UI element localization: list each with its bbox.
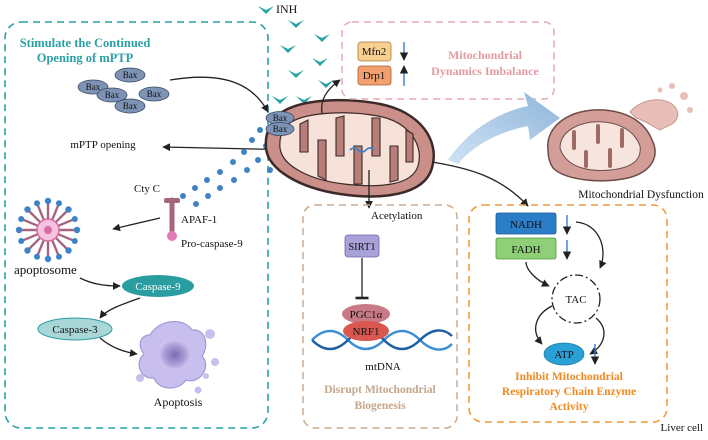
atp-node	[543, 342, 585, 366]
svg-text:Bax: Bax	[273, 113, 288, 123]
mtdna-label: mtDNA	[365, 361, 401, 373]
dna-helix-icon	[311, 329, 453, 351]
svg-text:Bax: Bax	[86, 82, 101, 92]
mito-to-respiratory-arrow	[431, 161, 529, 207]
nrf1-label: NRF1	[353, 326, 380, 338]
bax-protein: Bax	[114, 98, 146, 114]
bax-to-mito-arrow	[169, 76, 269, 113]
svg-text:Bax: Bax	[123, 70, 138, 80]
apaf1-protein	[164, 197, 180, 241]
left-panel-border	[4, 21, 269, 429]
nadh-box	[495, 212, 557, 235]
apaf1-label: APAF-1	[181, 214, 217, 226]
pro-caspase9-label: Pro-caspase-9	[181, 238, 243, 250]
bax-protein: Bax	[265, 122, 295, 136]
apoptosome-label: apoptosome	[14, 262, 77, 277]
respiratory-title-line3: Activity	[550, 401, 589, 413]
respiratory-title-line1: Inhibit Mitochondrial	[515, 371, 623, 383]
tac-label: TAC	[565, 294, 586, 306]
atp-label: ATP	[554, 349, 574, 361]
apoptosome-icon	[15, 197, 81, 263]
bax-protein: Bax	[96, 87, 128, 103]
drp1-label: Drp1	[363, 70, 386, 82]
bax-protein: Bax	[114, 67, 146, 83]
dynamics-panel-border	[341, 21, 555, 100]
caspase3-label: Caspase-3	[52, 324, 98, 336]
tac-cycle	[551, 274, 601, 324]
svg-text:Bax: Bax	[123, 101, 138, 111]
liver-cell-label: Liver cell	[661, 422, 703, 434]
respiratory-panel-border	[468, 204, 668, 423]
dysfunctional-mitochondrion-icon	[547, 83, 693, 182]
svg-text:Bax: Bax	[105, 90, 120, 100]
inh-label: INH	[276, 2, 298, 16]
left-panel-title-line1: Stimulate the Continued	[20, 36, 151, 50]
nrf1-node	[343, 321, 389, 341]
svg-text:Bax: Bax	[273, 124, 288, 134]
caspase9-label: Caspase-9	[135, 281, 181, 293]
apoptotic-cell-icon	[136, 321, 219, 394]
biogenesis-title-line1: Disrupt Mitochondrial	[324, 384, 436, 396]
respiratory-title-line2: Respiratory Chain Enzyme	[502, 386, 636, 398]
biogenesis-title-line2: Biogenesis	[354, 400, 406, 412]
pgc1a-node	[342, 304, 390, 324]
nadh-to-tac-arrow	[575, 221, 607, 269]
bax-cluster: Bax Bax Bax Bax Bax	[77, 67, 170, 114]
tac-to-atp-arrow	[534, 305, 553, 345]
apoptosome-to-casp9-arrow	[79, 277, 121, 290]
mito-to-dynamics-arrow	[320, 79, 341, 115]
sirt1-box	[344, 234, 380, 258]
apoptosis-label: Apoptosis	[154, 395, 203, 409]
svg-text:Bax: Bax	[147, 89, 162, 99]
dynamics-title-line2: Dynamics Imbalance	[431, 64, 539, 78]
atp-feedback-arrow	[589, 317, 605, 355]
casp3-to-apoptosis-arrow	[99, 337, 138, 357]
fadh-label: FADH	[511, 244, 540, 256]
drp1-box	[357, 65, 392, 86]
mptp-opening-label: mPTP opening	[70, 139, 136, 151]
dysfunction-big-arrow	[448, 92, 560, 164]
fadh-to-tac-arrow	[525, 261, 550, 287]
caspase9-node	[122, 275, 194, 297]
sirt1-label: SIRT1	[348, 242, 375, 253]
dysfunction-label: Mitochondrial Dysfunction	[578, 189, 704, 201]
caspase3-node	[37, 317, 113, 341]
apaf-to-apoptosome-arrow	[112, 217, 161, 232]
dynamics-title-line1: Mitochondrial	[448, 48, 523, 62]
biogenesis-panel-border	[302, 204, 458, 429]
acetylation-label: Acetylation	[371, 210, 423, 222]
left-panel-title-line2: Opening of mPTP	[37, 51, 134, 65]
mfn2-label: Mfn2	[362, 46, 386, 58]
cyt-c-label: Cty C	[134, 183, 160, 195]
nadh-label: NADH	[510, 219, 542, 231]
pgc1a-label: PGC1α	[350, 309, 383, 321]
mfn2-box	[357, 41, 392, 62]
bax-protein: Bax	[138, 86, 170, 102]
casp9-to-casp3-arrow	[99, 297, 141, 319]
mitochondrion-icon	[264, 98, 435, 198]
fadh-box	[495, 237, 557, 260]
